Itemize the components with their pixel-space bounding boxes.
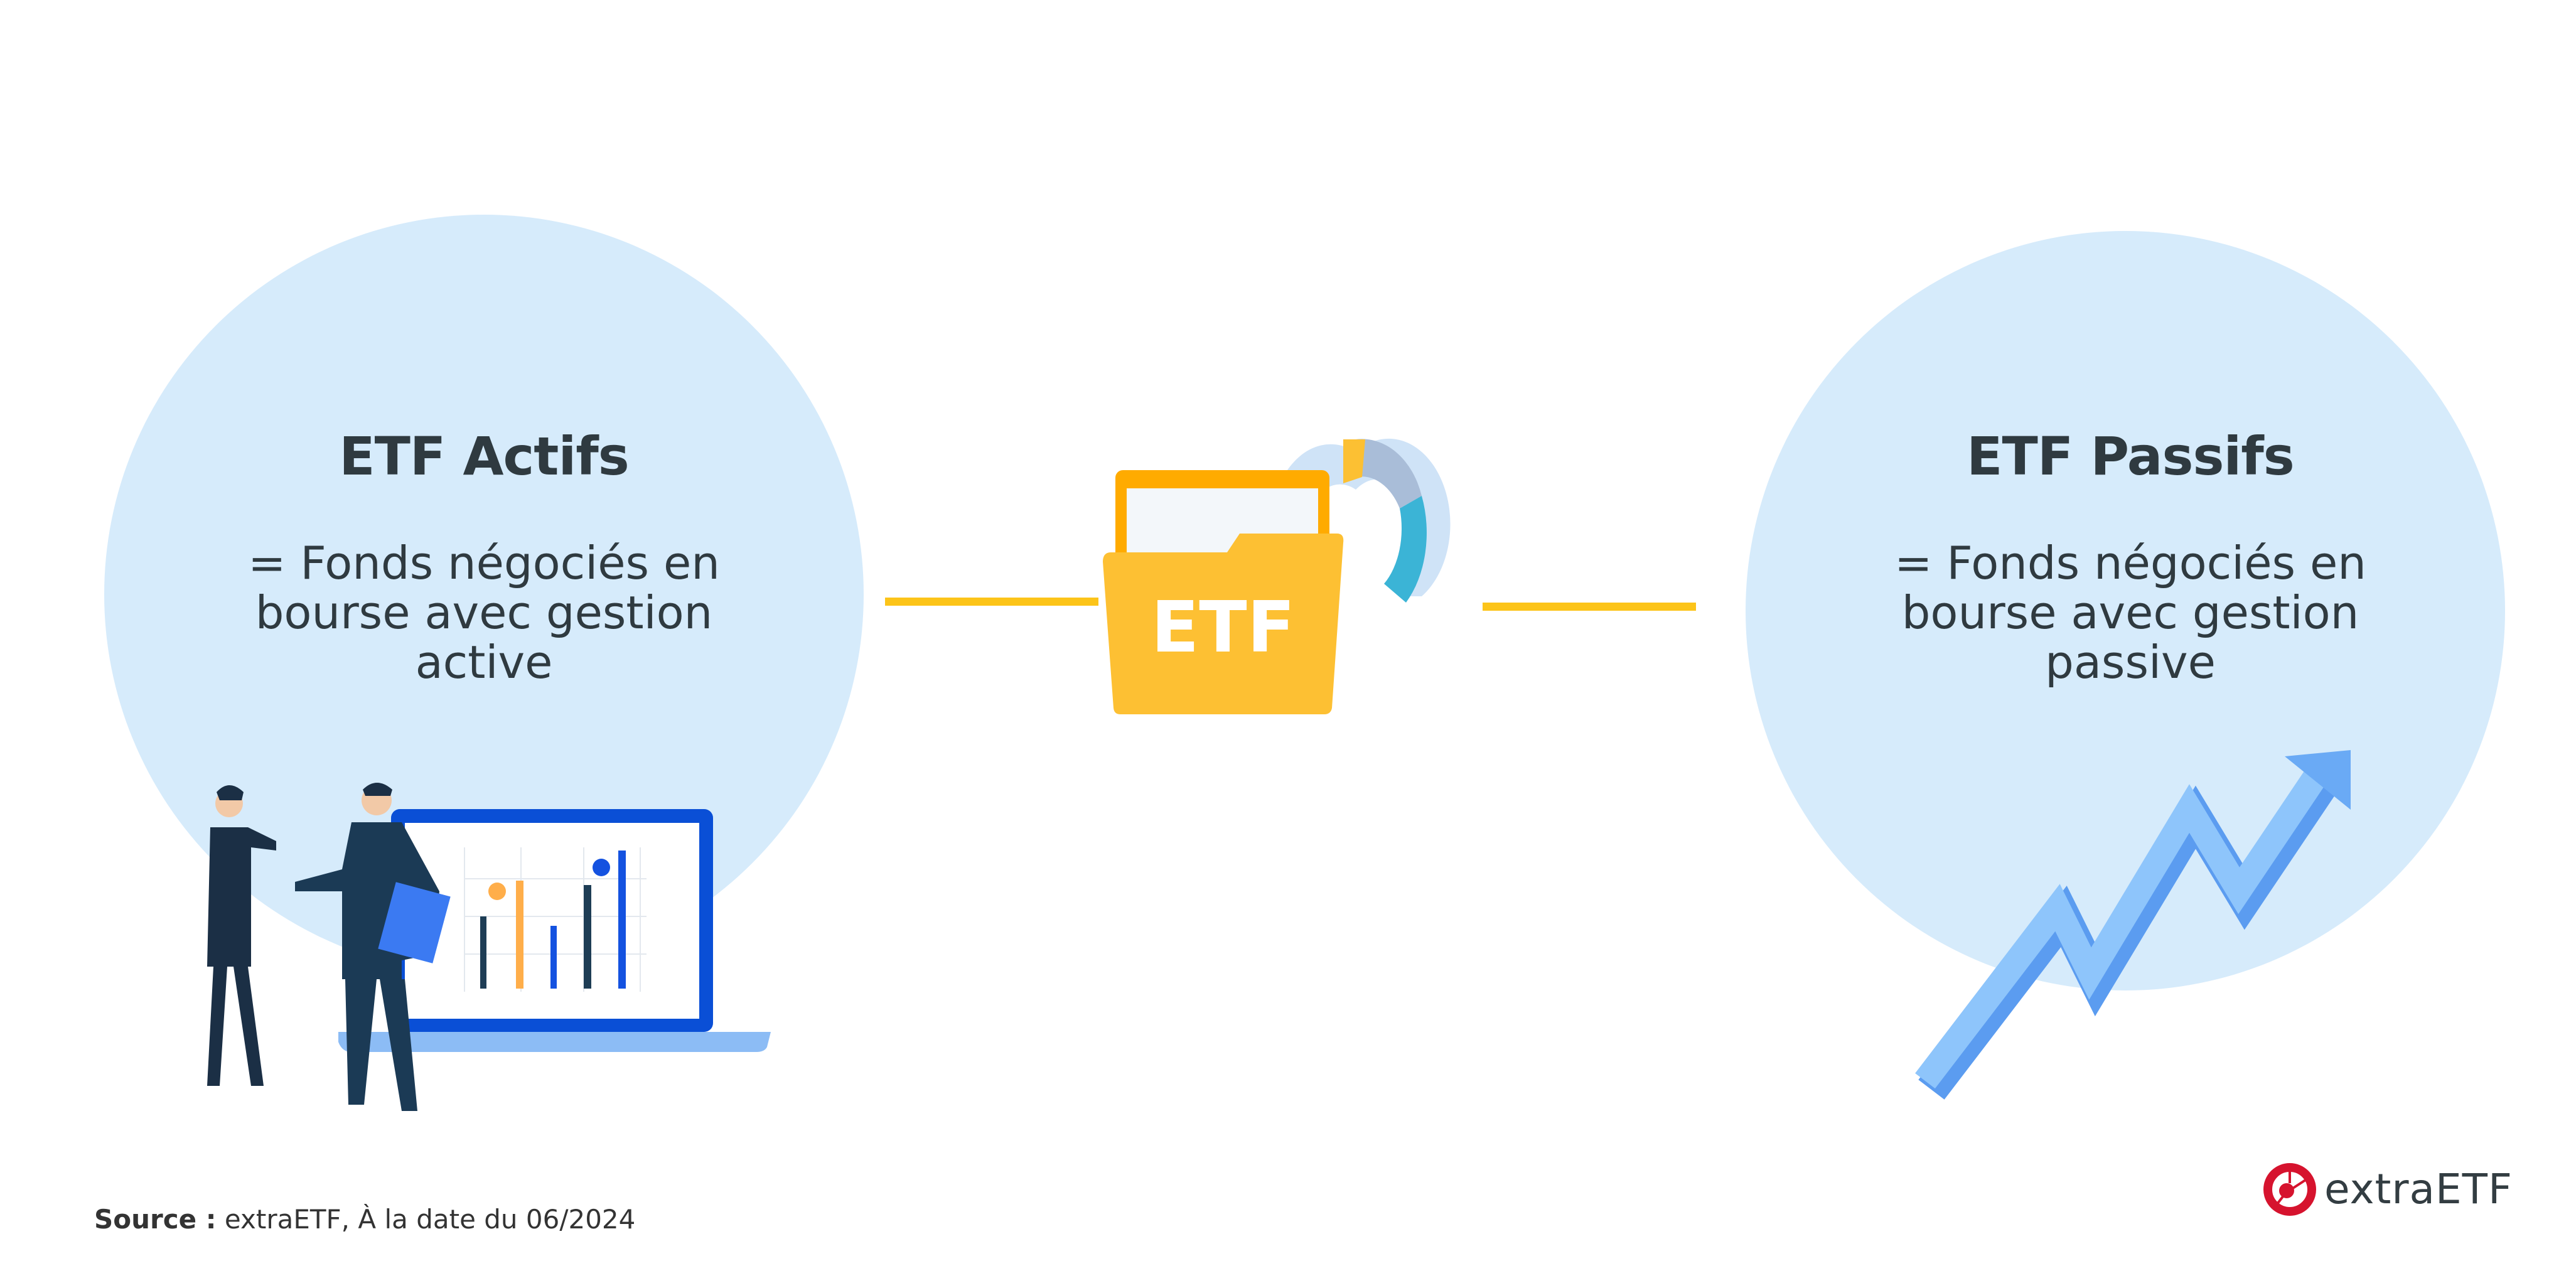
right-description: = Fonds négociés en bourse avec gestion … xyxy=(1817,539,2444,687)
left-circle xyxy=(104,215,864,974)
folder-label: ETF xyxy=(1151,587,1296,668)
right-connector-line xyxy=(1483,603,1696,611)
etf-folder-icon xyxy=(1103,438,1451,714)
extraetf-logo-icon xyxy=(2263,1163,2316,1216)
left-connector-line xyxy=(885,598,1098,606)
right-description-line: passive xyxy=(2045,636,2216,689)
business-handshake-illustration xyxy=(207,783,771,1111)
left-description: = Fonds négociés en bourse avec gestion … xyxy=(170,539,798,687)
source-note: Source : extraETF, À la date du 06/2024 xyxy=(94,1204,635,1235)
left-description-line: = Fonds négociés en xyxy=(248,537,720,589)
logo-text: extraETF xyxy=(2324,1165,2513,1213)
left-description-line: active xyxy=(415,636,553,689)
left-title: ETF Actifs xyxy=(339,426,630,487)
rising-arrow-illustration xyxy=(1915,750,2351,1100)
right-description-line: = Fonds négociés en xyxy=(1894,537,2366,589)
right-description-line: bourse avec gestion xyxy=(1901,586,2359,639)
right-title: ETF Passifs xyxy=(1967,426,2295,487)
source-label: Source : xyxy=(94,1204,217,1235)
left-description-line: bourse avec gestion xyxy=(255,586,713,639)
source-text: extraETF, À la date du 06/2024 xyxy=(224,1204,636,1235)
